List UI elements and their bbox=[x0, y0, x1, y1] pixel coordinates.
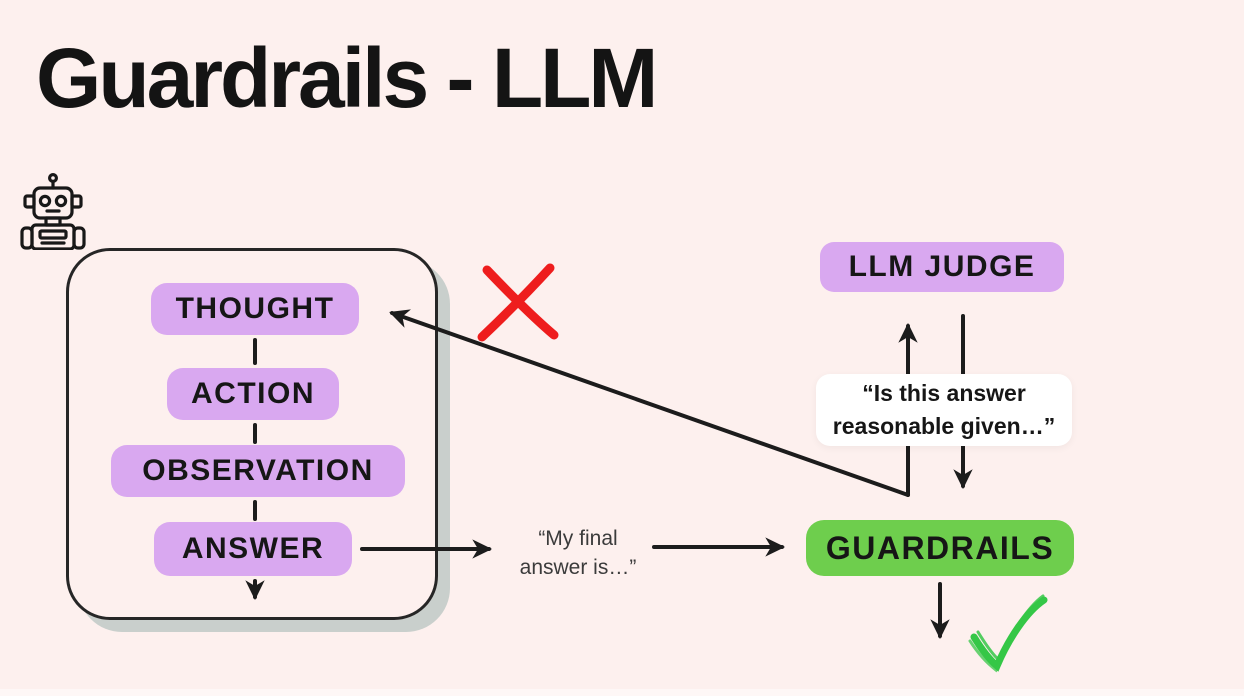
final-answer-quote-line1: “My final bbox=[538, 527, 618, 550]
react-loop-box bbox=[66, 248, 438, 620]
red-cross-icon bbox=[477, 263, 559, 342]
step-pill-thought: THOUGHT bbox=[151, 283, 359, 335]
guardrails-label: GUARDRAILS bbox=[825, 529, 1055, 566]
page-title: Guardrails - LLM bbox=[36, 31, 658, 125]
llm-judge-pill: LLM JUDGE bbox=[820, 242, 1064, 292]
arrow-guardrails-to-thought bbox=[389, 309, 910, 497]
final-answer-quote: “My final answer is…” bbox=[500, 524, 656, 582]
step-pill-action: ACTION bbox=[167, 368, 339, 420]
step-label-thought: THOUGHT bbox=[175, 292, 335, 325]
robot-icon bbox=[20, 172, 86, 250]
judge-question-line1: “Is this answer bbox=[862, 380, 1026, 406]
guardrails-pill: GUARDRAILS bbox=[806, 520, 1074, 576]
final-answer-quote-line2: answer is…” bbox=[519, 556, 637, 579]
green-check-icon bbox=[968, 594, 1048, 673]
bottom-edge-highlight bbox=[0, 689, 1244, 696]
step-pill-answer: ANSWER bbox=[154, 522, 352, 576]
step-pill-observation: OBSERVATION bbox=[111, 445, 405, 497]
judge-question-line2: reasonable given…” bbox=[832, 413, 1056, 439]
llm-judge-label: LLM JUDGE bbox=[848, 250, 1036, 283]
step-label-observation: OBSERVATION bbox=[142, 454, 374, 487]
step-label-answer: ANSWER bbox=[181, 532, 325, 565]
step-label-action: ACTION bbox=[191, 377, 315, 410]
judge-question-callout: “Is this answer reasonable given…” bbox=[816, 374, 1072, 446]
